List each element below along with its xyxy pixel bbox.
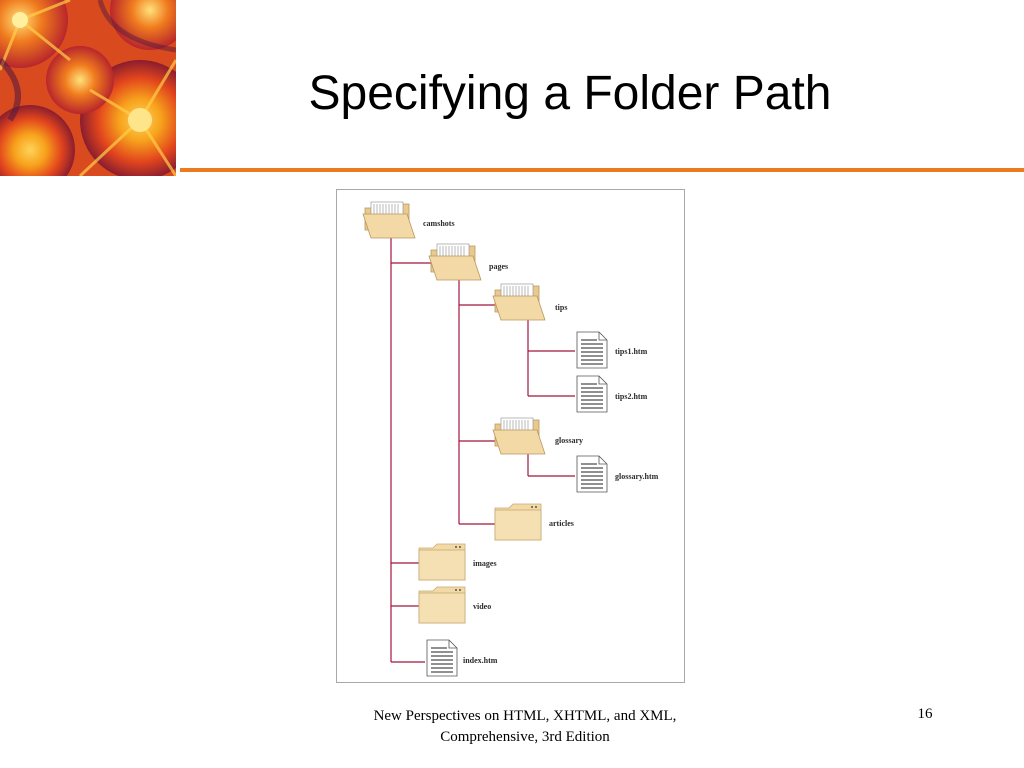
folder-pages-icon [428,243,482,281]
tree-connectors [390,238,575,663]
slide-title: Specifying a Folder Path [308,67,832,120]
file-tips2-label: tips2.htm [615,392,648,401]
footer-book-title: New Perspectives on HTML, XHTML, and XML… [373,708,677,745]
folder-glossary-label: glossary [555,436,583,445]
file-tips1-label: tips1.htm [615,347,648,356]
folder-tips-icon [492,283,546,321]
folder-images-label: images [473,559,497,568]
file-index-icon [426,639,458,677]
folder-glossary-icon [492,417,546,455]
folder-articles-label: articles [549,519,574,528]
file-glossary-label: glossary.htm [615,472,659,481]
folder-tips-label: tips [555,303,567,312]
file-index-label: index.htm [463,656,498,665]
slide-page-number: 16 [917,706,933,722]
file-glossary-icon [576,455,608,493]
folder-camshots-label: camshots [423,219,455,228]
folder-articles-icon [494,503,542,541]
file-tips2-icon [576,375,608,413]
corner-flower-image [0,0,176,176]
title-divider [180,168,1024,172]
folder-camshots-icon [362,201,416,239]
folder-video-label: video [473,602,491,611]
folder-tree-figure: camshots pages tips tips1.htm tips2.htm … [336,189,685,683]
folder-pages-label: pages [489,262,508,271]
folder-video-icon [418,586,466,624]
folder-images-icon [418,543,466,581]
file-tips1-icon [576,331,608,369]
